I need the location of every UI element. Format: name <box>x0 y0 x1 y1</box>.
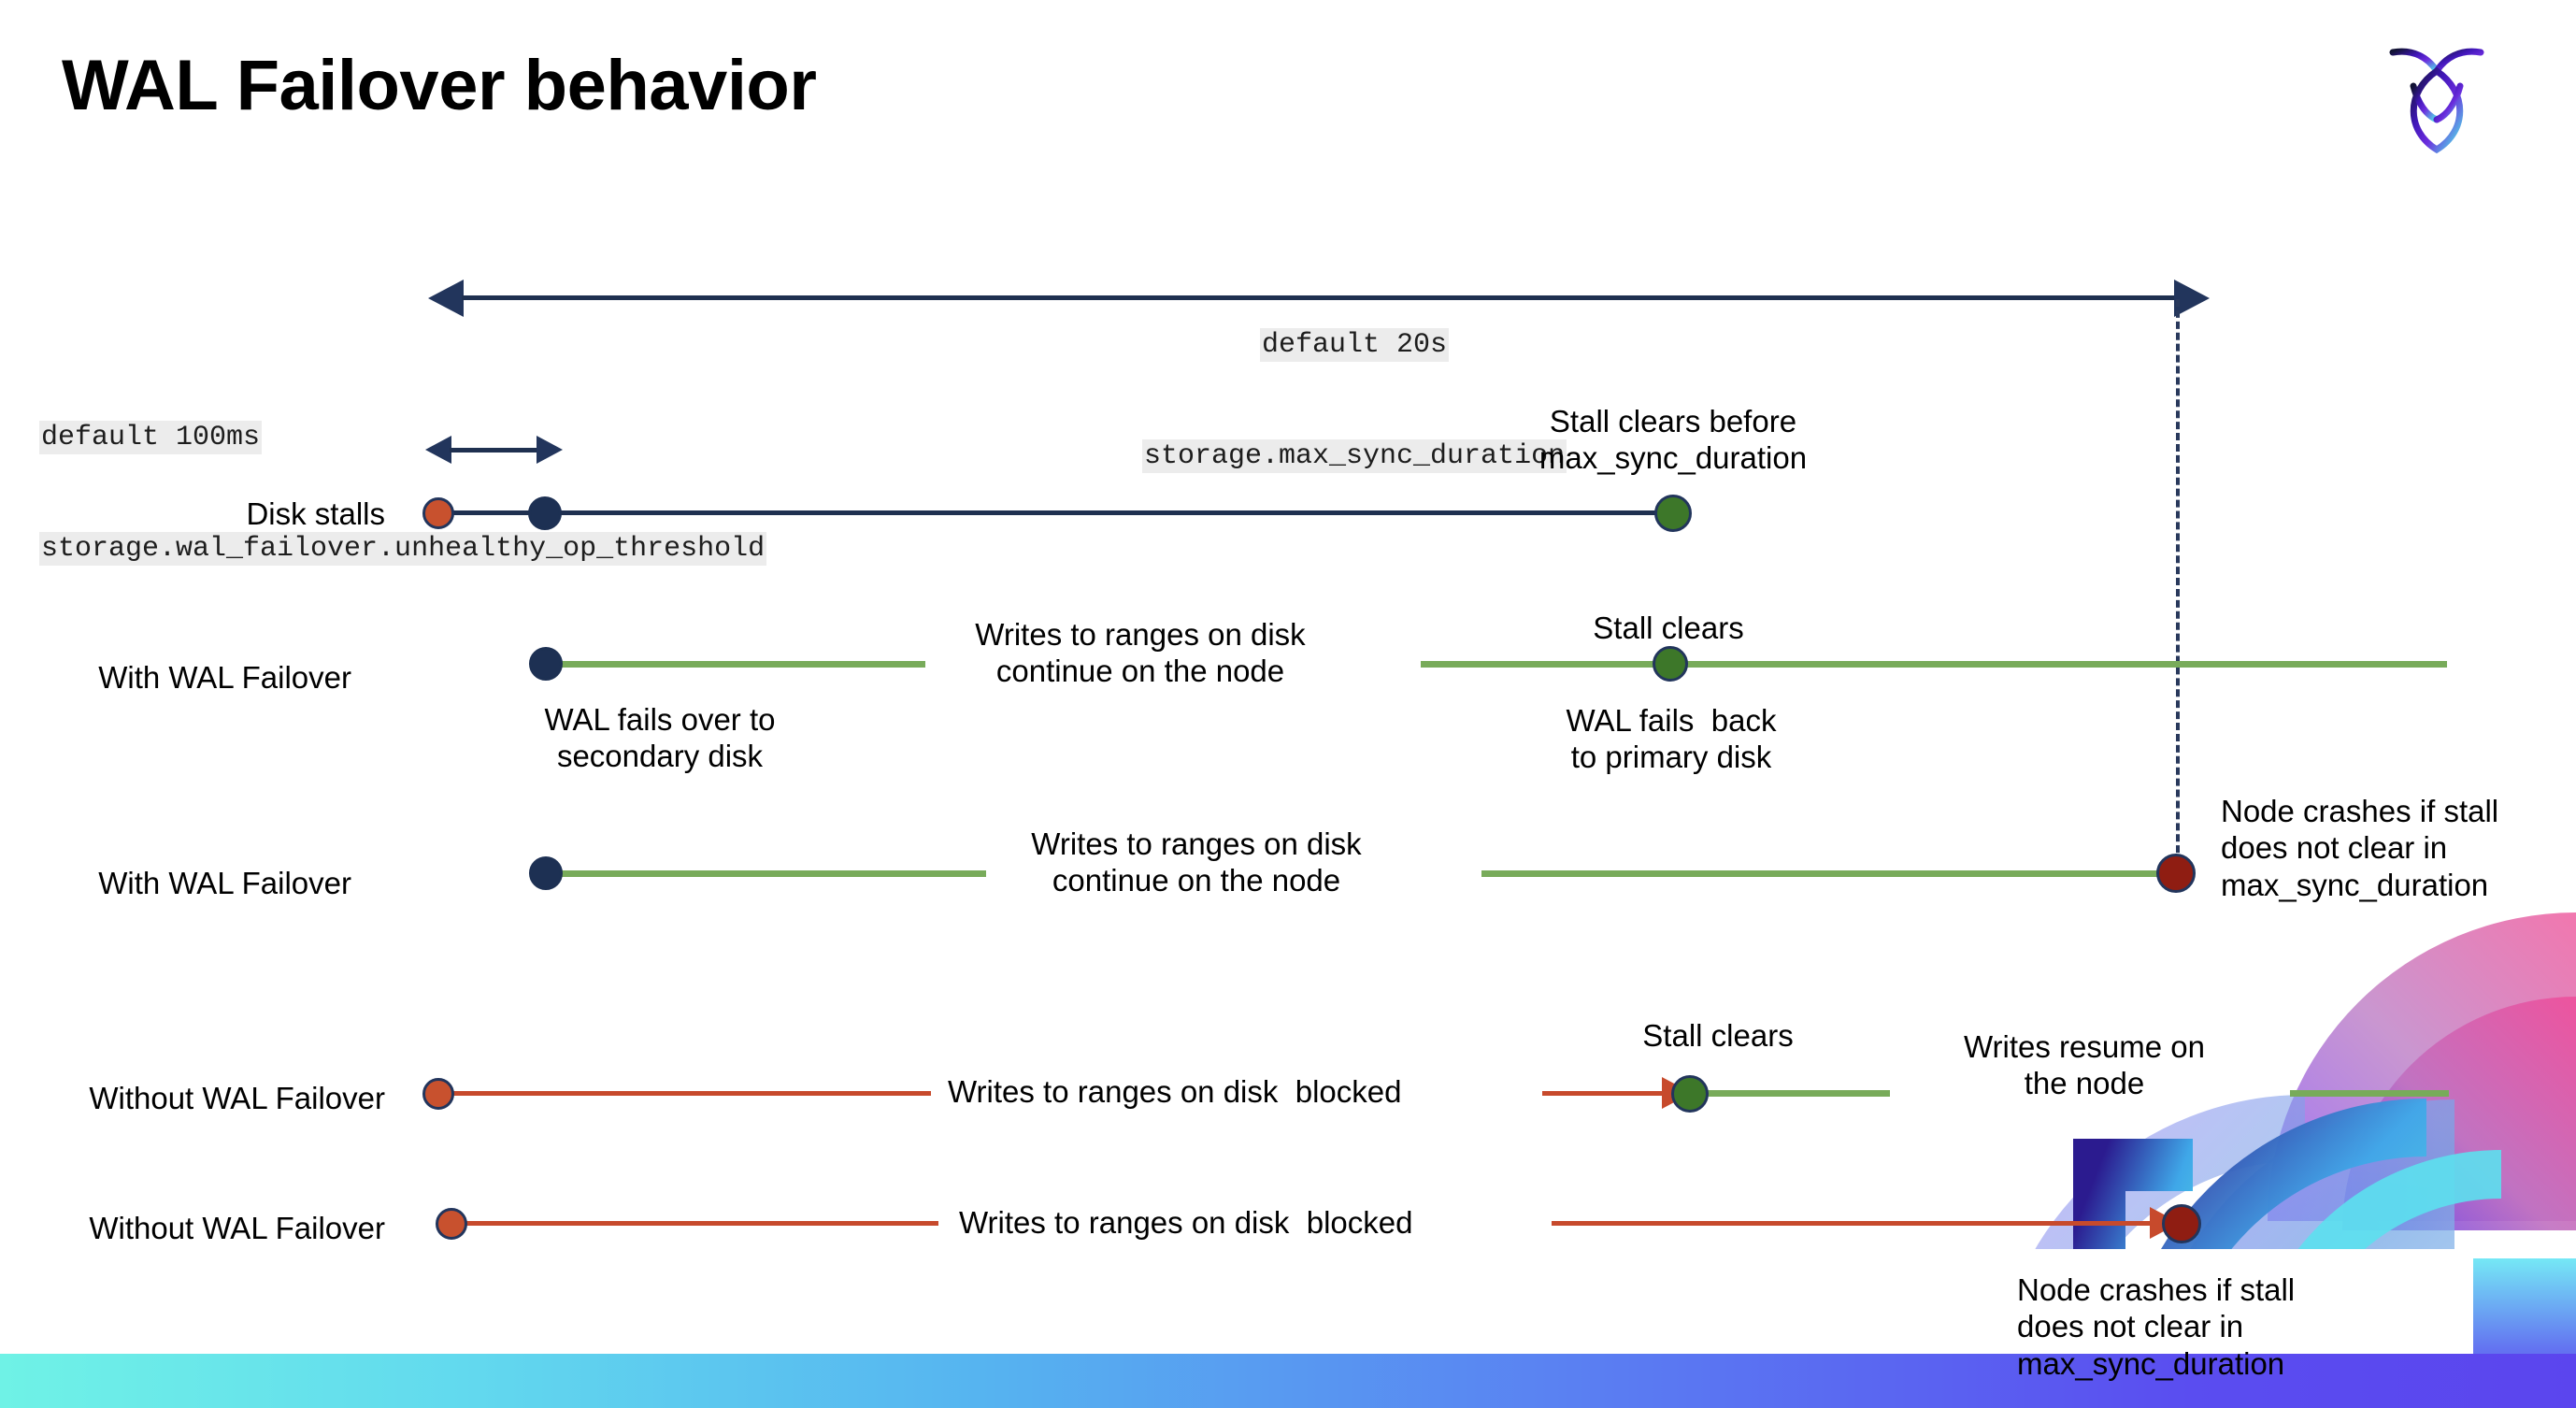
row-label-with-wal-failover-1: With WAL Failover <box>98 660 351 695</box>
row-label-without-wal-failover-2: Without WAL Failover <box>89 1211 385 1245</box>
note-wal-fails-over: WAL fails over to secondary disk <box>544 702 776 774</box>
note-writes-blocked-2: Writes to ranges on disk blocked <box>959 1205 1413 1240</box>
wal-failover-2-segment-b <box>1481 870 2178 877</box>
threshold-arrow-left-head <box>425 436 451 464</box>
max-sync-arrow-right-head <box>2174 280 2210 317</box>
note-stall-clears-before: Stall clears before max_sync_duration <box>1538 404 1808 476</box>
without-failover-1-start-dot <box>422 1078 454 1110</box>
without-failover-1-clear-dot <box>1671 1075 1709 1113</box>
threshold-arrow-right-head <box>537 436 563 464</box>
wal-failover-1-segment-a <box>547 661 925 668</box>
row-label-with-wal-failover-2: With WAL Failover <box>98 866 351 900</box>
note-writes-continue-1: Writes to ranges on disk continue on the… <box>975 617 1306 689</box>
wal-failover-2-failover-dot <box>529 856 563 890</box>
unhealthy-op-threshold-setting: storage.wal_failover.unhealthy_op_thresh… <box>39 532 767 567</box>
note-node-crashes-2: Node crashes if stall does not clear in … <box>2017 1272 2296 1381</box>
note-stall-clears-1: Stall clears <box>1593 611 1744 645</box>
without-failover-1-resume-line-b <box>2290 1090 2449 1097</box>
wal-failover-1-failover-dot <box>529 647 563 681</box>
page-title: WAL Failover behavior <box>62 46 817 125</box>
max-sync-duration-dashed-guide <box>2176 299 2180 875</box>
disk-stalls-failover-dot <box>528 496 562 530</box>
max-sync-duration-setting: storage.max_sync_duration <box>1142 439 1567 474</box>
disk-stalls-start-dot <box>422 497 454 529</box>
without-failover-1-resume-line-a <box>1694 1090 1890 1097</box>
disk-stalls-timeline <box>436 510 1675 515</box>
unhealthy-op-threshold-default: default 100ms <box>39 420 263 454</box>
without-failover-1-blocked-line-b <box>1542 1091 1662 1096</box>
max-sync-arrow-left-head <box>428 280 464 317</box>
without-failover-2-blocked-line-a <box>451 1221 938 1226</box>
row-label-disk-stalls: Disk stalls <box>246 496 385 531</box>
wal-failover-2-segment-a <box>547 870 986 877</box>
without-failover-1-blocked-line-a <box>436 1091 931 1096</box>
without-failover-2-blocked-line-b <box>1552 1221 2157 1226</box>
row-label-without-wal-failover-1: Without WAL Failover <box>89 1081 385 1115</box>
max-sync-duration-default: default 20s <box>1260 327 1450 362</box>
disk-stalls-clear-dot <box>1654 495 1692 532</box>
note-node-crashes-1: Node crashes if stall does not clear in … <box>2221 794 2499 902</box>
max-sync-duration-span-line <box>462 295 2176 300</box>
max-sync-duration-annotation: default 20s storage.max_sync_duration <box>1142 252 1567 551</box>
note-writes-blocked-1: Writes to ranges on disk blocked <box>948 1074 1402 1109</box>
unhealthy-op-threshold-annotation: default 100ms storage.wal_failover.unhea… <box>39 345 767 643</box>
without-failover-2-crash-dot <box>2162 1204 2201 1243</box>
threshold-span-line <box>450 448 537 453</box>
cockroachdb-logo-icon <box>2385 34 2488 155</box>
wal-failover-1-segment-b <box>1421 661 2447 668</box>
note-stall-clears-2: Stall clears <box>1642 1018 1794 1053</box>
without-failover-2-start-dot <box>436 1208 467 1240</box>
note-wal-fails-back: WAL fails back to primary disk <box>1566 703 1777 775</box>
note-writes-resume: Writes resume on the node <box>1964 1029 2205 1101</box>
wal-failover-2-crash-dot <box>2156 854 2196 893</box>
bottom-gradient-bar <box>0 1354 2576 1408</box>
note-writes-continue-2: Writes to ranges on disk continue on the… <box>1031 826 1362 898</box>
wal-failover-1-clear-dot <box>1653 646 1688 682</box>
